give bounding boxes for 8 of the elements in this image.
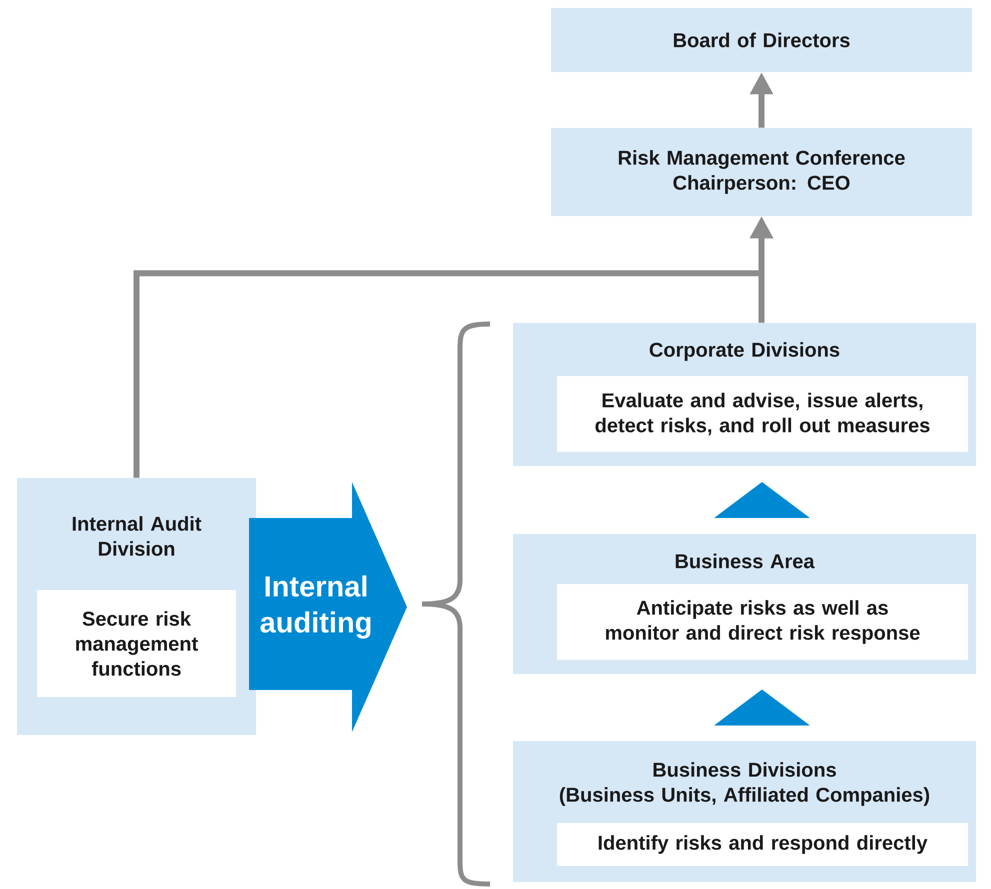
chevron-arrow (714, 482, 810, 518)
description-box: Identify risks and respond directly (557, 823, 968, 866)
process-box: Risk Management Conference Chairperson: CEO (551, 128, 972, 216)
description-box: Secure risk management functions (37, 590, 236, 697)
description-box: Evaluate and advise, issue alerts, detect risks, and roll out measures (557, 376, 968, 452)
description-box: Anticipate risks as well as monitor and direct risk response (557, 584, 968, 660)
chevron-arrow (714, 690, 810, 726)
process-box: Board of Directors (551, 8, 972, 72)
